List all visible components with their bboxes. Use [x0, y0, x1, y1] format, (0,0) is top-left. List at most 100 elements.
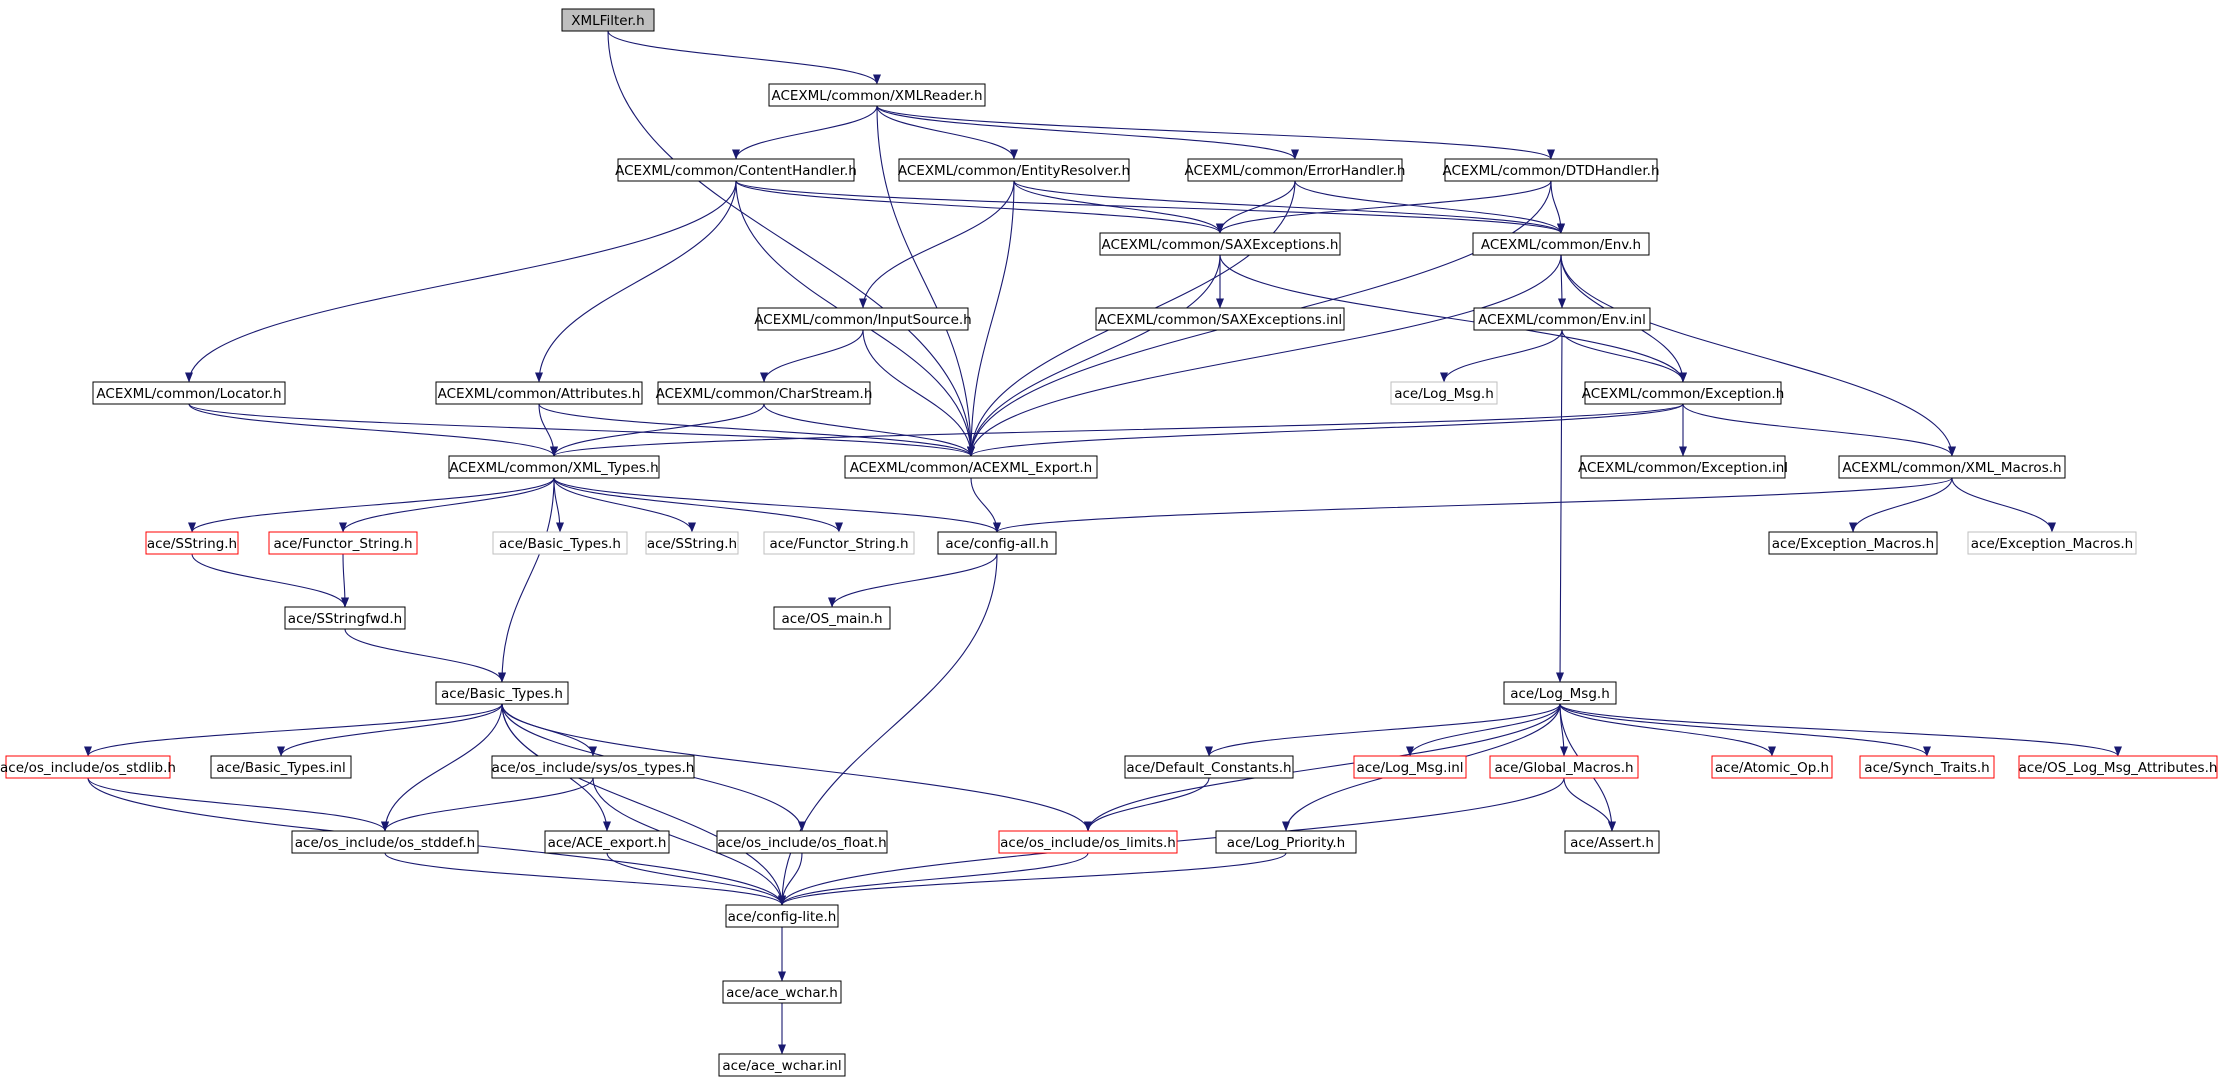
node-os_log_msg_attr[interactable]: ace/OS_Log_Msg_Attributes.h	[2018, 755, 2218, 779]
node-env_inl[interactable]: ACEXML/common/Env.inl	[1473, 307, 1651, 331]
edge-entityresolver-to-acexml_export	[967, 180, 1015, 457]
node-os_float[interactable]: ace/os_include/os_float.h	[716, 830, 888, 854]
node-os_stddef[interactable]: ace/os_include/os_stddef.h	[291, 830, 479, 854]
node-xmlreader[interactable]: ACEXML/common/XMLReader.h	[768, 83, 986, 107]
nodes-layer: XMLFilter.hACEXML/common/XMLReader.hACEX…	[0, 8, 2218, 1077]
node-label: ace/Log_Priority.h	[1227, 835, 1345, 851]
node-box	[92, 381, 286, 405]
node-box	[1503, 681, 1617, 705]
node-config_all[interactable]: ace/config-all.h	[937, 531, 1057, 555]
node-contenthandler[interactable]: ACEXML/common/ContentHandler.h	[615, 158, 857, 182]
node-locator[interactable]: ACEXML/common/Locator.h	[92, 381, 286, 405]
node-basic_types_inl[interactable]: ace/Basic_Types.inl	[210, 755, 352, 779]
node-box	[757, 307, 969, 331]
node-box	[768, 83, 986, 107]
node-synch_traits[interactable]: ace/Synch_Traits.h	[1859, 755, 1995, 779]
node-label: ace/SString.h	[147, 536, 237, 552]
node-dtdhandler[interactable]: ACEXML/common/DTDHandler.h	[1442, 158, 1660, 182]
node-xml_types[interactable]: ACEXML/common/XML_Types.h	[448, 455, 660, 479]
node-exception[interactable]: ACEXML/common/Exception.h	[1582, 381, 1785, 405]
node-entityresolver[interactable]: ACEXML/common/EntityResolver.h	[898, 158, 1130, 182]
node-box	[763, 531, 915, 555]
node-basic_types_gray[interactable]: ace/Basic_Types.h	[492, 531, 628, 555]
edge-log_msg-to-log_msg_inl	[1406, 703, 1561, 757]
node-label: ace/config-all.h	[945, 536, 1048, 552]
node-exception_macros[interactable]: ace/Exception_Macros.h	[1768, 531, 1938, 555]
node-saxexceptions_inl[interactable]: ACEXML/common/SAXExceptions.inl	[1095, 307, 1345, 331]
node-acexml_export[interactable]: ACEXML/common/ACEXML_Export.h	[844, 455, 1098, 479]
node-label: ace/os_include/os_stdlib.h	[0, 760, 176, 776]
node-ace_export[interactable]: ace/ACE_export.h	[544, 830, 670, 854]
node-box	[1838, 455, 2066, 479]
node-atomic_op[interactable]: ace/Atomic_Op.h	[1711, 755, 1833, 779]
node-saxexceptions[interactable]: ACEXML/common/SAXExceptions.h	[1099, 232, 1341, 256]
node-charstream[interactable]: ACEXML/common/CharStream.h	[656, 381, 873, 405]
node-global_macros[interactable]: ace/Global_Macros.h	[1489, 755, 1639, 779]
node-xmlfilter[interactable]: XMLFilter.h	[561, 8, 655, 32]
node-box	[1095, 307, 1345, 331]
node-box	[1472, 232, 1650, 256]
node-box	[291, 830, 479, 854]
node-box	[491, 755, 695, 779]
node-label: ace/OS_main.h	[781, 611, 882, 627]
node-attributes[interactable]: ACEXML/common/Attributes.h	[435, 381, 643, 405]
node-box	[1187, 158, 1403, 182]
node-log_msg_inl[interactable]: ace/Log_Msg.inl	[1353, 755, 1467, 779]
node-basic_types[interactable]: ace/Basic_Types.h	[435, 681, 569, 705]
node-box	[561, 8, 655, 32]
node-log_msg[interactable]: ace/Log_Msg.h	[1503, 681, 1617, 705]
node-functor_string_red[interactable]: ace/Functor_String.h	[268, 531, 418, 555]
node-box	[1124, 755, 1294, 779]
edge-entityresolver-to-inputsource	[859, 180, 1015, 309]
node-log_priority[interactable]: ace/Log_Priority.h	[1215, 830, 1357, 854]
node-sys_types[interactable]: ace/os_include/sys/os_types.h	[491, 755, 695, 779]
node-ace_wchar[interactable]: ace/ace_wchar.h	[722, 980, 842, 1004]
node-label: ace/Functor_String.h	[273, 536, 412, 552]
node-label: ace/Assert.h	[1570, 835, 1654, 851]
node-label: ace/Log_Msg.h	[1394, 386, 1494, 402]
node-errorhandler[interactable]: ACEXML/common/ErrorHandler.h	[1185, 158, 1406, 182]
node-log_msg_gray[interactable]: ace/Log_Msg.h	[1390, 381, 1498, 405]
node-default_constants[interactable]: ace/Default_Constants.h	[1124, 755, 1294, 779]
node-sstring_gray[interactable]: ace/SString.h	[645, 531, 739, 555]
node-label: ACEXML/common/ContentHandler.h	[615, 163, 857, 179]
node-exception_inl[interactable]: ACEXML/common/Exception.inl	[1578, 455, 1788, 479]
node-os_stdlib[interactable]: ace/os_include/os_stdlib.h	[0, 755, 176, 779]
edge-xmlreader-to-errorhandler	[876, 105, 1299, 160]
edge-contenthandler-to-locator	[185, 180, 737, 383]
edge-xml_types-to-sstring_gray	[553, 477, 696, 533]
edge-xml_macros-to-exception_macros	[1849, 477, 1953, 533]
node-env[interactable]: ACEXML/common/Env.h	[1472, 232, 1650, 256]
node-box	[1444, 158, 1658, 182]
edge-default_constants-to-os_limits	[1084, 777, 1210, 832]
node-os_limits[interactable]: ace/os_include/os_limits.h	[998, 830, 1178, 854]
edge-dtdhandler-to-saxexceptions	[1216, 180, 1552, 234]
edge-ace_export-to-config_lite	[606, 852, 786, 906]
node-sstringfwd[interactable]: ace/SStringfwd.h	[284, 606, 406, 630]
node-inputsource[interactable]: ACEXML/common/InputSource.h	[754, 307, 972, 331]
node-box	[1489, 755, 1639, 779]
node-box	[898, 158, 1130, 182]
node-label: ace/Basic_Types.h	[441, 686, 563, 702]
node-ace_wchar_inl[interactable]: ace/ace_wchar.inl	[718, 1053, 846, 1077]
edge-env-to-acexml_export	[967, 254, 1562, 457]
node-sstring_red[interactable]: ace/SString.h	[145, 531, 239, 555]
node-xml_macros[interactable]: ACEXML/common/XML_Macros.h	[1838, 455, 2066, 479]
edge-contenthandler-to-saxexceptions	[735, 180, 1224, 234]
node-config_lite[interactable]: ace/config-lite.h	[725, 904, 839, 928]
node-label: ace/Functor_String.h	[769, 536, 908, 552]
node-label: ACEXML/common/Exception.h	[1582, 386, 1785, 402]
node-label: ace/SStringfwd.h	[288, 611, 402, 627]
node-label: ACEXML/common/Env.h	[1481, 237, 1641, 253]
node-os_main[interactable]: ace/OS_main.h	[773, 606, 891, 630]
node-box	[1580, 455, 1786, 479]
node-assert[interactable]: ace/Assert.h	[1564, 830, 1660, 854]
node-exception_macros_gray[interactable]: ace/Exception_Macros.h	[1967, 531, 2137, 555]
edge-locator-to-acexml_export	[188, 403, 975, 457]
node-functor_string_gray[interactable]: ace/Functor_String.h	[763, 531, 915, 555]
edge-xml_types-to-functor_string_gray	[553, 477, 843, 533]
node-label: ace/ace_wchar.inl	[722, 1058, 841, 1074]
edge-exception-to-xml_types	[550, 403, 1684, 457]
node-label: ace/Log_Msg.h	[1510, 686, 1610, 702]
